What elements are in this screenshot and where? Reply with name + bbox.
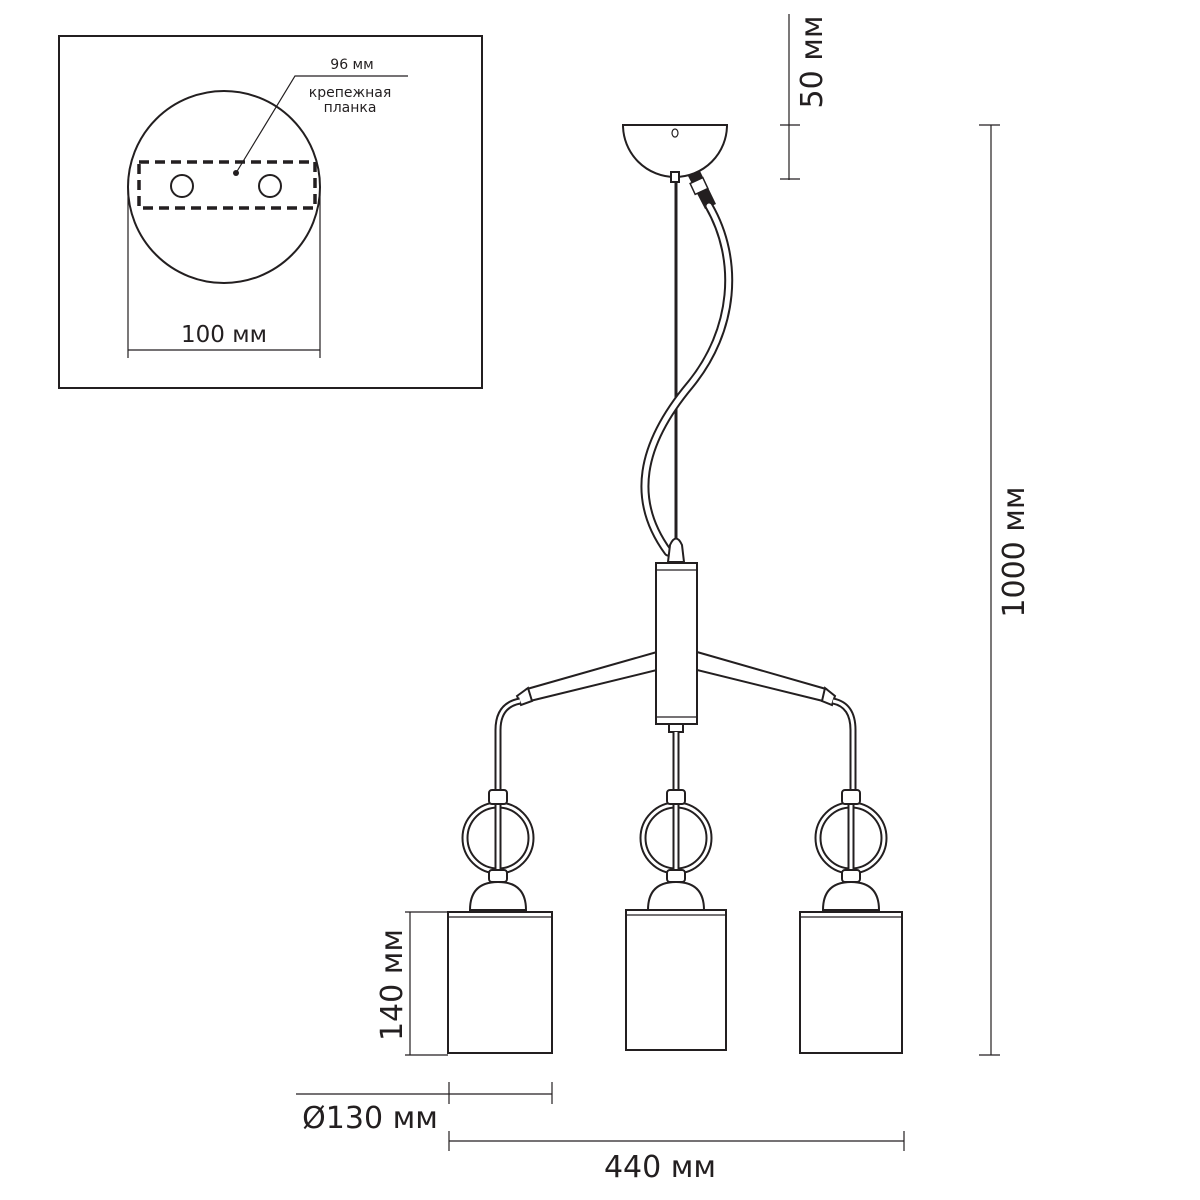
- lamp-left-shade: [447, 911, 553, 1054]
- shade-height-label: 140 мм: [375, 929, 410, 1041]
- ceiling-canopy: [621, 124, 729, 183]
- mounting-hole-left: [170, 174, 194, 198]
- power-cable: [640, 201, 734, 557]
- canopy-dome: [621, 124, 729, 178]
- lamp-center: [625, 789, 727, 1051]
- central-body: [515, 562, 837, 733]
- plate-leader-line: [235, 75, 408, 174]
- lamp-right: [799, 789, 903, 1054]
- canopy-top-view: [127, 90, 321, 284]
- mounting-hole-right: [258, 174, 282, 198]
- lamp-downrods: [494, 697, 857, 790]
- lamp-left: [447, 789, 553, 1054]
- right-arm: [696, 650, 828, 703]
- plate-name-line1: крепежная: [309, 85, 392, 101]
- dim-shade-height: 140 мм: [375, 911, 448, 1056]
- right-arm-end: [820, 686, 837, 707]
- dim-total-width: 440 мм: [448, 1131, 905, 1185]
- dim-shade-diameter: Ø130 мм: [296, 1082, 553, 1136]
- canopy-diameter-label: 100 мм: [181, 322, 267, 348]
- lamp-left-socket: [468, 880, 528, 911]
- left-arm: [525, 650, 658, 703]
- lamp-right-socket: [821, 880, 881, 911]
- lamp-right-shade: [799, 911, 903, 1054]
- canopy-height-label: 50 мм: [795, 16, 830, 109]
- total-width-label: 440 мм: [604, 1150, 716, 1185]
- total-height-label: 1000 мм: [997, 486, 1032, 617]
- mounting-plate-outline: [137, 160, 317, 210]
- mounting-plate-inset: 96 мм крепежная планка 100 мм: [58, 35, 483, 389]
- body-top-cap: [666, 537, 686, 563]
- suspension: [640, 182, 734, 563]
- plate-name-line2: планка: [324, 100, 377, 116]
- lamp-center-shade: [625, 909, 727, 1051]
- column-bottom-cap: [668, 723, 684, 733]
- dim-canopy-height: 50 мм: [780, 14, 830, 180]
- central-column: [655, 562, 698, 725]
- dim-total-height: 1000 мм: [979, 124, 1032, 1056]
- lamp-center-socket: [646, 880, 706, 911]
- canopy-hole: [671, 128, 679, 138]
- canopy-nipple: [670, 171, 680, 183]
- shade-diameter-label: Ø130 мм: [302, 1101, 438, 1136]
- cable-connector: [688, 171, 716, 209]
- plate-width-label: 96 мм: [330, 57, 373, 73]
- inset-frame: [58, 35, 483, 389]
